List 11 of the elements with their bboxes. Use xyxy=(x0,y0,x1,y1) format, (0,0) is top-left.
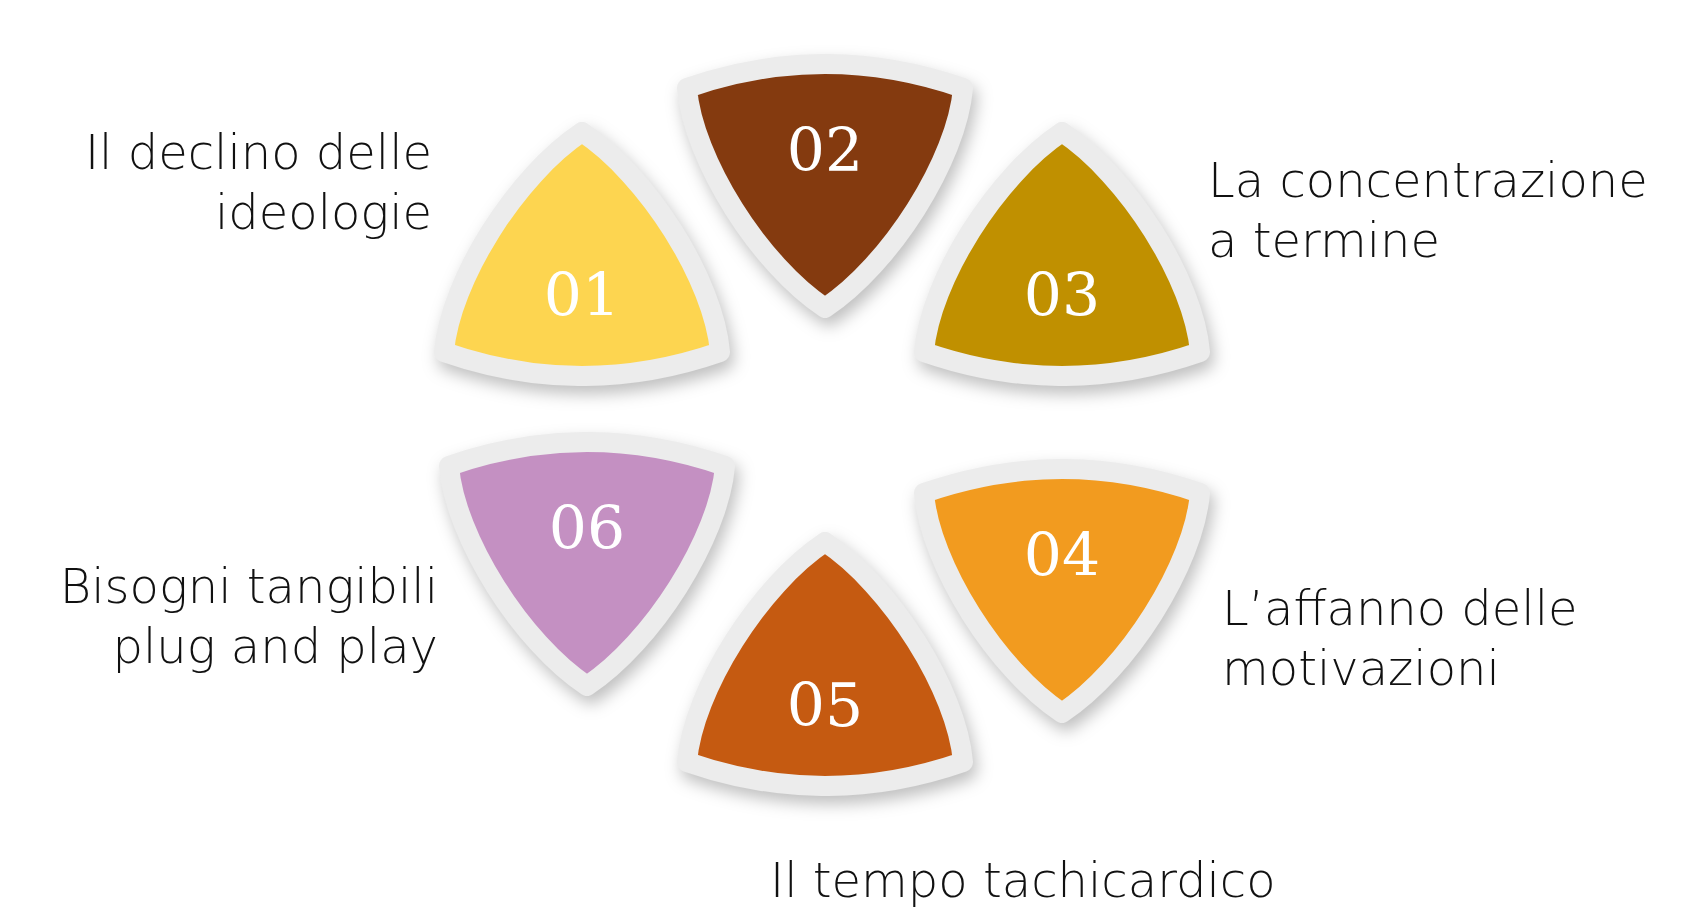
step-number: 03 xyxy=(1022,260,1102,330)
step-number: 04 xyxy=(1022,520,1102,590)
step-number: 06 xyxy=(547,493,627,563)
step-caption: L’affanno delle motivazioni xyxy=(1222,579,1579,698)
step-number: 05 xyxy=(785,670,865,740)
step-caption: Il declino delle ideologie xyxy=(83,123,432,242)
step-caption: Bisogni tangibili plug and play xyxy=(58,557,438,676)
step-number: 01 xyxy=(542,260,622,330)
step-caption: La concentrazione a termine xyxy=(1208,151,1649,270)
step-caption: Il tempo tachicardico xyxy=(770,851,1277,910)
step-number: 02 xyxy=(785,115,865,185)
